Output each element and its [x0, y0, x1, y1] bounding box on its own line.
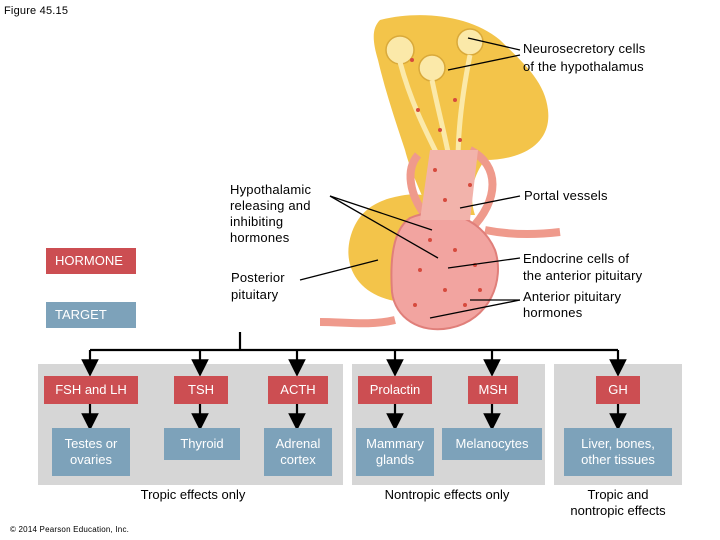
endocrine-label-line2: the anterior pituitary	[523, 268, 643, 283]
hormone-msh: MSH	[468, 376, 518, 404]
target-line: Liver, bones,	[581, 436, 655, 451]
target-line: Mammary	[366, 436, 424, 451]
target-line: Thyroid	[180, 436, 224, 451]
hypothalamic-label-line1: Hypothalamic	[230, 182, 312, 197]
legend-hormone: HORMONE	[46, 248, 136, 274]
target-line: Melanocytes	[455, 436, 529, 451]
anterior-hormones-label-line2: hormones	[523, 305, 583, 320]
portal-vessel	[484, 226, 561, 239]
target-line: Testes or	[64, 436, 118, 451]
hormone-dots	[410, 58, 482, 307]
target-melanocytes: Melanocytes	[442, 428, 542, 460]
hypothalamic-label-line2: releasing and	[230, 198, 311, 213]
target-line: ovaries	[70, 452, 112, 467]
hypothalamic-label-line4: hormones	[230, 230, 290, 245]
effect-tropic: Tropic effects only	[140, 487, 246, 502]
posterior-pituitary-label-line2: pituitary	[231, 287, 279, 302]
hypothalamic-label-line3: inhibiting	[230, 214, 284, 229]
legend-target: TARGET	[46, 302, 136, 328]
effect-nontropic: Nontropic effects only	[384, 487, 510, 502]
portal-vessels-label: Portal vessels	[524, 188, 608, 203]
neurosecretory-label-line2: of the hypothalamus	[523, 59, 644, 74]
copyright: © 2014 Pearson Education, Inc.	[10, 525, 130, 534]
target-thyroid: Thyroid	[164, 428, 240, 460]
anterior-hormones-label-line1: Anterior pituitary	[523, 289, 622, 304]
neurosecretory-label-line1: Neurosecretory cells	[523, 41, 646, 56]
hormone-prolactin: Prolactin	[358, 376, 432, 404]
target-liver-bones: Liver, bones,other tissues	[564, 428, 672, 476]
leader-lines	[299, 37, 521, 319]
target-line: cortex	[280, 452, 316, 467]
hormone-acth: ACTH	[268, 376, 328, 404]
outflow-vessel	[319, 316, 396, 328]
effect-both-line2: nontropic effects	[570, 503, 666, 518]
posterior-pituitary-label-line1: Posterior	[231, 270, 285, 285]
target-line: Adrenal	[275, 436, 321, 451]
hormone-tsh: TSH	[174, 376, 228, 404]
target-line: glands	[375, 452, 415, 467]
pituitary-stalk	[420, 150, 478, 220]
pituitary-illustration	[299, 15, 561, 331]
target-line: other tissues	[581, 452, 655, 467]
portal-vessel	[467, 146, 497, 233]
portal-vessel	[406, 152, 429, 218]
effect-both-line1: Tropic and	[587, 487, 649, 502]
figure-label: Figure 45.15	[4, 5, 69, 17]
endocrine-label-line1: Endocrine cells of	[523, 251, 630, 266]
hormone-fsh-lh: FSH and LH	[44, 376, 138, 404]
hormone-gh: GH	[596, 376, 640, 404]
